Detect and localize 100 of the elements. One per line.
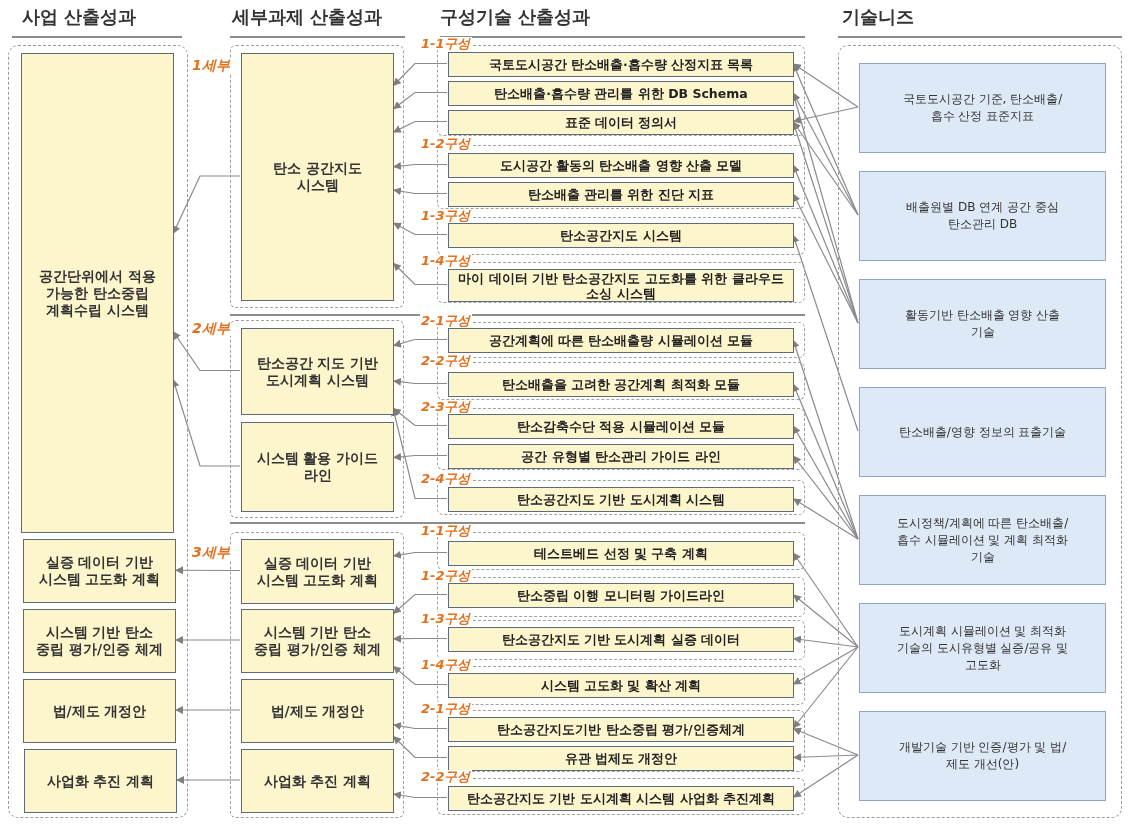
group-label: 2세부 [191,321,231,336]
arrow [792,754,859,799]
group-label: 1-4구성 [420,658,472,671]
group-label: 2-2구성 [420,354,472,367]
arrow [792,635,859,648]
arrow [792,382,859,540]
group-label: 2-1구성 [420,314,472,327]
arrow [174,706,241,714]
arrow [792,551,859,648]
output-box: 법/제도 개정안 [241,679,394,743]
output-box: 마이 데이터 기반 탄소공간지도 고도화를 위한 클라우드 소싱 시스템 [448,269,794,302]
column-heading: 세부과제 산출성과 [232,5,383,29]
group-label: 2-3구성 [420,400,472,413]
arrow [392,593,448,615]
group-label: 2-4구성 [420,472,472,485]
arrow [392,91,448,110]
arrow [392,262,448,286]
output-box: 탄소배출·흡수량 관리를 위한 DB Schema [448,81,794,106]
arrow [792,120,859,216]
output-box: 시스템 기반 탄소 중립 평가/인증 체계 [241,609,394,673]
output-box: 탄소공간지도기반 탄소중립 평가/인증체계 [448,717,794,742]
output-box: 공간 유형별 탄소관리 가이드 라인 [448,444,794,469]
group-label: 1-2구성 [420,569,472,582]
arrow [392,162,448,170]
arrow [392,665,448,686]
arrow [174,566,241,575]
output-box: 시스템 기반 탄소 중립 평가/인증 체계 [23,609,176,673]
column-heading: 기술니즈 [842,5,914,29]
output-box: 국토도시공간 탄소배출·흡수량 산정지표 목록 [448,52,794,77]
arrow [392,452,448,461]
group-label: 3세부 [191,545,231,560]
output-box: 탄소공간지도 기반 도시계획 시스템 사업화 추진계획 [448,786,794,811]
arrow [392,634,448,643]
need-box: 국토도시공간 기준, 탄소배출/흡수 산정 표준지표 [859,63,1106,153]
need-box: 도시계획 시뮬레이션 및 최적화 기술의 도시유형별 실증/공유 및 고도화 [859,603,1106,693]
arrow [392,187,448,196]
column-heading: 사업 산출성과 [22,5,137,29]
group-label: 1-3구성 [420,209,472,222]
arrow [792,497,859,540]
arrow [792,646,859,730]
output-box: 탄소공간지도 기반 도시계획 실증 데이터 [448,627,794,652]
output-box: 법/제도 개정안 [23,679,176,743]
need-box: 탄소배출/영향 정보의 표출기술 [859,387,1106,477]
arrow [392,222,448,236]
arrow [172,175,241,235]
need-box: 배출원별 DB 연계 공간 중심 탄소관리 DB [859,171,1106,261]
output-box: 표준 데이터 정의서 [448,110,794,135]
group-label: 1-1구성 [420,524,472,537]
output-box: 사업화 추진 계획 [241,749,394,813]
output-box: 유관 법제도 개정안 [448,746,794,771]
group-label: 1-4구성 [420,254,472,267]
output-box: 탄소중립 이행 모니터링 가이드라인 [448,583,794,608]
need-box: 개발기술 기반 인증/평가 및 법/제도 개선(안) [859,711,1106,801]
arrow [792,753,859,762]
arrow [792,163,859,324]
need-box: 활동기반 탄소배출 영향 산출 기술 [859,279,1106,369]
output-box: 실증 데이터 기반 시스템 고도화 계획 [23,539,176,603]
arrow [392,791,448,800]
arrow [392,120,448,133]
arrow [792,727,859,756]
arrow [392,62,448,87]
column-frame [838,45,1122,818]
arrow [392,338,448,348]
output-box: 탄소공간지도 시스템 [448,223,794,248]
output-box: 탄소배출을 고려한 공간계획 최적화 모듈 [448,372,794,397]
arrow [175,776,241,784]
group-label: 2-1구성 [420,702,472,715]
group-label: 1-1구성 [420,37,472,50]
arrow [792,192,859,324]
group-label: 1-3구성 [420,612,472,625]
output-box: 탄소감축수단 적용 시뮬레이션 모듈 [448,414,794,439]
arrow [392,735,448,759]
output-box: 시스템 활용 가이드 라인 [241,422,394,512]
column-frame [8,45,188,818]
output-box: 도시공간 활동의 탄소배출 영향 산출 모델 [448,153,794,178]
arrow [792,454,859,540]
need-box: 도시정책/계획에 따른 탄소배출/흡수 시뮬레이션 및 계획 최적화 기술 [859,495,1106,585]
arrow [174,636,241,644]
output-box: 실증 데이터 기반 시스템 고도화 계획 [241,539,394,604]
output-box: 탄소공간지도 기반 도시계획 시스템 [448,487,794,512]
output-box: 시스템 고도화 및 확산 계획 [448,673,794,698]
group-label: 1세부 [191,58,231,73]
column-heading: 구성기술 산출성과 [440,5,591,29]
output-box: 사업화 추진 계획 [24,749,177,813]
output-box: 탄소 공간지도 시스템 [241,53,394,301]
output-box: 공간계획에 따른 탄소배출량 시뮬레이션 모듈 [448,328,794,353]
group-label: 2-2구성 [420,770,472,783]
arrow [392,550,448,559]
arrow [792,62,859,108]
arrow [792,646,859,686]
arrow [792,106,859,124]
output-box: 테스트베드 선정 및 구축 계획 [448,541,794,566]
group-label: 1-2구성 [420,137,472,150]
arrow [172,330,241,372]
arrow [792,593,859,648]
output-box: 공간단위에서 적용 가능한 탄소중립 계획수립 시스템 [21,53,174,533]
arrow [392,722,448,731]
arrow [392,407,448,427]
output-box: 탄소배출 관리를 위한 진단 지표 [448,182,794,207]
output-box: 탄소공간 지도 기반 도시계획 시스템 [241,328,394,415]
